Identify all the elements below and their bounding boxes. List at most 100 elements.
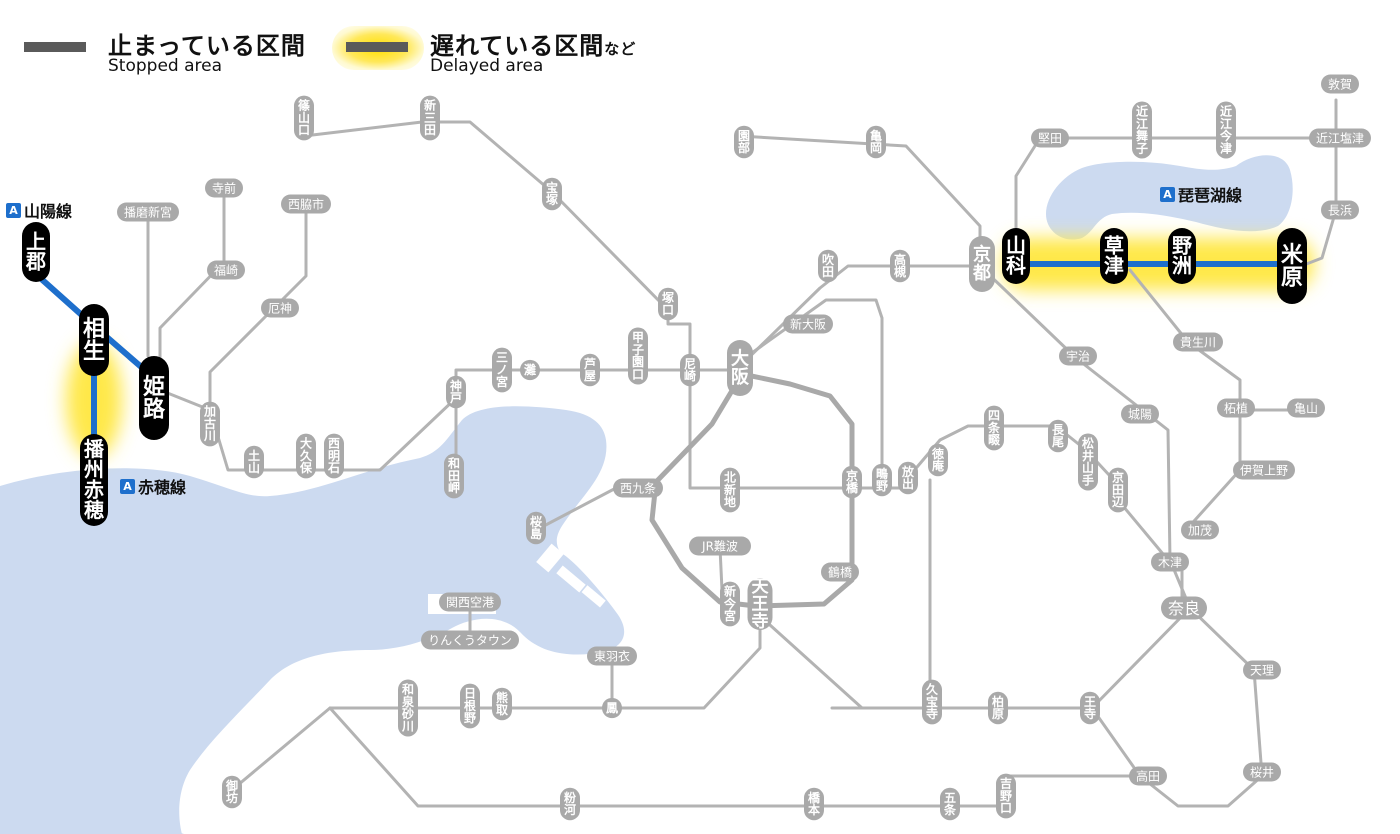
station-kobe[interactable]: 神戸 <box>446 375 466 409</box>
station-nagao[interactable]: 長尾 <box>1048 419 1068 453</box>
station-kamo[interactable]: 加茂 <box>1181 520 1219 540</box>
station-takatsuki[interactable]: 高槻 <box>890 249 910 283</box>
station-sakurai[interactable]: 桜井 <box>1243 762 1281 782</box>
station-himeji[interactable]: 姫路 <box>139 356 169 440</box>
station-tsuruhashi[interactable]: 鶴橋 <box>821 562 859 582</box>
station-higashihagoromo[interactable]: 東羽衣 <box>587 646 637 666</box>
station-omishiotsu[interactable]: 近江塩津 <box>1309 128 1371 148</box>
station-maibara[interactable]: 米原 <box>1277 228 1307 304</box>
station-izumisunagawa[interactable]: 和泉砂川 <box>398 679 418 737</box>
station-gojo[interactable]: 五条 <box>940 787 960 821</box>
station-ashiya[interactable]: 芦屋 <box>580 353 600 387</box>
station-pill <box>1168 228 1196 284</box>
station-nishiakashi[interactable]: 西明石 <box>324 433 344 479</box>
station-teramae[interactable]: 寺前 <box>205 178 243 198</box>
legend-delayed-label-main: 遅れている区間 <box>430 32 605 60</box>
station-shinimamiya[interactable]: 新今宮 <box>720 581 740 627</box>
station-kizu[interactable]: 木津 <box>1151 552 1189 572</box>
line-wakayama <box>328 706 1142 808</box>
station-matsuiyamate[interactable]: 松井山手 <box>1078 433 1098 491</box>
station-pill <box>261 298 299 318</box>
station-pill <box>580 353 600 387</box>
station-yamashina[interactable]: 山科 <box>1002 228 1030 284</box>
station-nishikujo[interactable]: 西九条 <box>613 478 663 498</box>
station-pill <box>139 356 169 440</box>
station-sakurajima[interactable]: 桜島 <box>526 511 546 545</box>
station-takada[interactable]: 高田 <box>1129 766 1167 786</box>
station-tsukaguchi[interactable]: 塚口 <box>658 287 678 321</box>
station-kyotanabe[interactable]: 京田辺 <box>1108 467 1128 513</box>
station-omiimazu[interactable]: 近江今津 <box>1216 101 1236 159</box>
station-kameoka[interactable]: 亀岡 <box>866 125 886 159</box>
station-igaueno[interactable]: 伊賀上野 <box>1233 460 1295 480</box>
station-kashiwara[interactable]: 柏原 <box>988 691 1008 725</box>
station-takarazuka[interactable]: 宝塚 <box>542 177 562 211</box>
station-hanaten[interactable]: 放出 <box>898 461 918 495</box>
station-hashimoto[interactable]: 橋本 <box>804 787 824 821</box>
station-kansaiairport[interactable]: 関西空港 <box>439 592 501 612</box>
station-yasu[interactable]: 野洲 <box>1168 228 1196 284</box>
station-kumatori[interactable]: 熊取 <box>492 687 512 721</box>
station-kyobashi[interactable]: 京橋 <box>842 465 862 499</box>
station-joyo[interactable]: 城陽 <box>1121 404 1159 424</box>
station-harimashingu[interactable]: 播磨新宮 <box>117 202 179 222</box>
station-label: 灘 <box>524 362 536 377</box>
station-katata[interactable]: 堅田 <box>1031 128 1069 148</box>
station-sannomiya[interactable]: 三ノ宮 <box>492 347 512 393</box>
station-tennoji[interactable]: 天王寺 <box>747 577 773 632</box>
station-shinsanda[interactable]: 新三田 <box>420 95 440 141</box>
station-koshienguchi[interactable]: 甲子園口 <box>628 327 648 385</box>
station-nishiwakishi[interactable]: 西脇市 <box>281 194 331 214</box>
station-omimaiko[interactable]: 近江舞子 <box>1132 101 1152 159</box>
station-kitashinchi[interactable]: 北新地 <box>720 467 740 513</box>
station-aioi[interactable]: 相生 <box>79 304 109 376</box>
station-yoshinoguchi[interactable]: 吉野口 <box>996 773 1016 819</box>
station-uji[interactable]: 宇治 <box>1059 346 1097 366</box>
station-label: 福崎 <box>214 262 238 277</box>
station-okubo[interactable]: 大久保 <box>296 433 316 479</box>
station-sonobe[interactable]: 園部 <box>734 125 754 159</box>
station-pill <box>439 592 501 612</box>
station-kyoto[interactable]: 京都 <box>969 236 995 292</box>
station-kameyama[interactable]: 亀山 <box>1287 398 1325 418</box>
station-wadamisaki[interactable]: 和田岬 <box>444 453 464 499</box>
station-label: りんくうタウン <box>428 633 512 647</box>
station-suita[interactable]: 吹田 <box>818 249 838 283</box>
station-label: 草津 <box>1104 233 1124 277</box>
station-nagahama[interactable]: 長浜 <box>1321 200 1359 220</box>
station-otori[interactable]: 鳳 <box>602 697 622 719</box>
station-kibukawa[interactable]: 貴生川 <box>1173 332 1223 352</box>
station-tsuruga[interactable]: 敦賀 <box>1321 74 1359 94</box>
station-kusatsu[interactable]: 草津 <box>1100 228 1128 284</box>
station-tenri[interactable]: 天理 <box>1243 660 1281 680</box>
station-kakogawa[interactable]: 加古川 <box>200 401 220 447</box>
station-kamigori[interactable]: 上郡 <box>22 222 50 282</box>
station-banshu_ako[interactable]: 播州赤穂 <box>80 434 108 526</box>
station-sasayamaguchi[interactable]: 篠山口 <box>294 95 314 141</box>
station-shinosaka[interactable]: 新大阪 <box>783 314 833 334</box>
station-nada[interactable]: 灘 <box>520 359 540 381</box>
pier <box>556 565 586 593</box>
station-label: 姫路 <box>143 374 166 422</box>
station-fukusaki[interactable]: 福崎 <box>207 260 245 280</box>
station-hinei[interactable]: 日根野 <box>460 683 480 729</box>
station-label: 亀山 <box>1294 401 1318 415</box>
station-tsuge[interactable]: 柘植 <box>1217 398 1255 418</box>
station-tokuan[interactable]: 徳庵 <box>928 443 948 477</box>
station-yakujin[interactable]: 厄神 <box>261 298 299 318</box>
station-shigino[interactable]: 鴫野 <box>872 463 892 497</box>
station-osaka[interactable]: 大阪 <box>727 340 753 396</box>
station-amagasaki[interactable]: 尼崎 <box>680 353 700 387</box>
station-jrnamba[interactable]: JR難波 <box>689 536 751 556</box>
station-kyuhoji[interactable]: 久宝寺 <box>922 679 942 725</box>
station-rinkutown[interactable]: りんくうタウン <box>421 630 519 650</box>
station-tsuchiyama[interactable]: 土山 <box>244 445 264 479</box>
station-shijonawate[interactable]: 四条畷 <box>984 405 1004 451</box>
station-kokawa[interactable]: 粉河 <box>560 787 580 821</box>
station-nara[interactable]: 奈良 <box>1161 596 1207 620</box>
station-oji[interactable]: 王寺 <box>1080 691 1100 725</box>
station-gobo[interactable]: 御坊 <box>222 775 242 809</box>
